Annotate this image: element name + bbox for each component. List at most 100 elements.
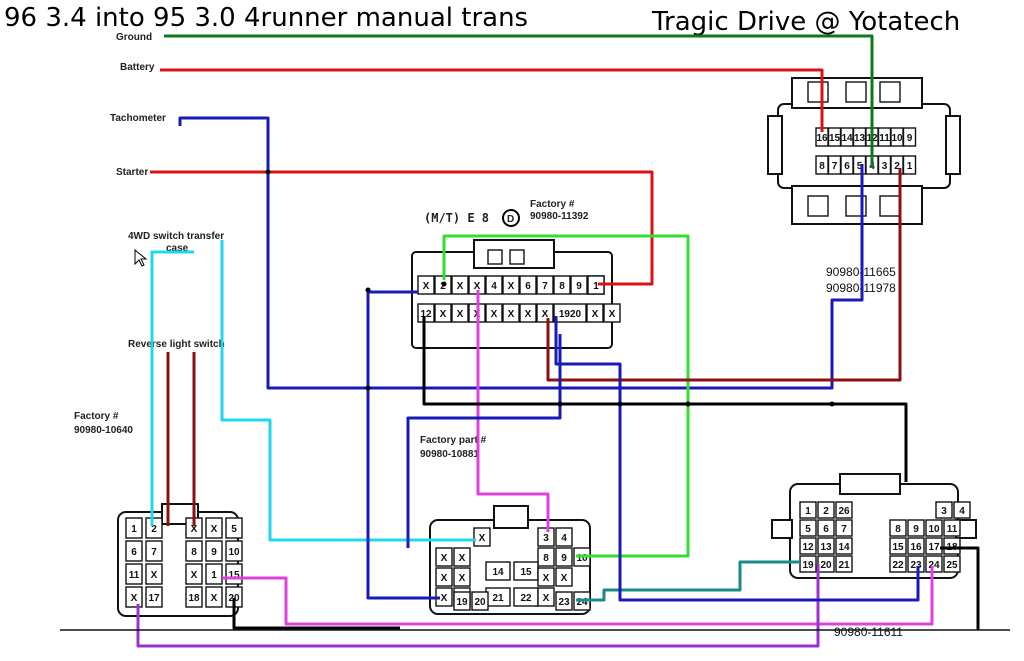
mid-pin-label: X [543,573,550,584]
mt-pin [553,275,571,295]
right-pin [799,555,817,573]
obd-pin [902,127,917,147]
left-pin-label: X [191,570,198,581]
blue-wire-2 [406,334,562,548]
mid-pin-label: X [459,573,466,584]
mt-pin-label: 12 [420,309,432,320]
blue-wire-right [554,316,920,602]
wire-junction [441,281,447,287]
right-part: 90980-11611 [834,625,903,639]
mid-pin-label: 23 [558,597,570,608]
right-pin [935,501,953,519]
mid-pin-label: X [561,573,568,584]
mid-pin-label: 15 [520,567,532,578]
left-factory-num: 90980-10640 [74,425,133,436]
right-pin-label: 23 [910,560,922,571]
right-pin-label: 20 [820,560,832,571]
right-pin-label: 1 [805,506,811,517]
darkred-wire-3 [546,168,902,382]
right-pin [907,519,925,537]
obd-pin-label: 16 [816,133,828,144]
black-wire-3 [232,598,400,630]
wire-junction [365,385,371,391]
right-pin [799,519,817,537]
mt-pin [603,303,621,323]
teal-wire [576,560,800,602]
reverse-label: Reverse light switch [128,339,225,350]
mid-pin-label: X [441,553,448,564]
mt-pin-label: X [609,309,616,320]
green-wire [442,234,690,558]
right-pin-label: 24 [928,560,940,571]
obd-pin-label: 13 [854,133,866,144]
cyan-wire-2 [220,240,476,542]
mt-pin [485,303,503,323]
mt-pin-label: X [474,281,481,292]
wire-junction [557,401,563,407]
right-pin [953,501,971,519]
mid-pin-label: 22 [520,593,532,604]
mid-pin-label: X [479,533,486,544]
mt-pin [502,303,520,323]
right-pin-label: 17 [928,542,940,553]
mt-pin-label: X [491,309,498,320]
left-pin-label: 2 [151,524,157,535]
mt-pin-label: 1 [593,281,599,292]
wire-junction [685,401,691,407]
obd-pin-label: 3 [882,161,888,172]
wire-junction [829,401,835,407]
mt-pin [451,275,469,295]
mid-pin [453,567,471,587]
left-pin [225,517,243,539]
mt-pin [502,275,520,295]
mt-pin [570,275,588,295]
wire-junction [617,401,623,407]
right-pin-label: 22 [892,560,904,571]
mt-header: (M/T) E 8 [424,211,489,225]
right-pin [799,537,817,555]
wire-junction [365,287,371,293]
mt-pin [417,275,435,295]
obd-pin-label: 14 [841,133,853,144]
mt-pin-label: X [423,281,430,292]
mid-factory-label: Factory part # [420,435,487,446]
obd-pin-label: 8 [819,161,825,172]
magenta-wire-1 [476,290,550,532]
right-pin [889,537,907,555]
right-pin-label: 7 [841,524,847,535]
mt-pin-label: 8 [559,281,565,292]
blue-wire-mid [366,290,440,600]
mt-pin [519,303,537,323]
right-pin-label: 25 [946,560,958,571]
obd-pin-label: 6 [844,161,850,172]
mt-pin-label: 9 [576,281,582,292]
mid-pin [453,591,471,611]
black-wire-1 [422,316,908,482]
right-pin-label: 21 [838,560,850,571]
right-pin [943,555,961,573]
left-pin-label: X [191,524,198,535]
ground-wire [164,34,874,168]
mid-pin-label: X [441,593,448,604]
ground-label: Ground [116,32,152,43]
mid-pin [537,547,555,567]
left-pin [185,586,203,608]
mid-pin [555,567,573,587]
left-pin-label: 1 [131,524,137,535]
left-pin [205,517,223,539]
right-pin-label: 9 [913,524,919,535]
mid-pin-label: 14 [492,567,504,578]
mt-pin [553,303,587,323]
diagram-title: 96 3.4 into 95 3.0 4runner manual trans [4,3,528,33]
mt-factory-label: Factory # [530,199,575,210]
right-pin-label: 6 [823,524,829,535]
left-pin-label: 15 [228,570,240,581]
right-pin [835,501,853,519]
right-pin [925,537,943,555]
left-pin-label: X [151,570,158,581]
mid-pin [537,587,555,607]
obd-pin-label: 15 [829,133,841,144]
